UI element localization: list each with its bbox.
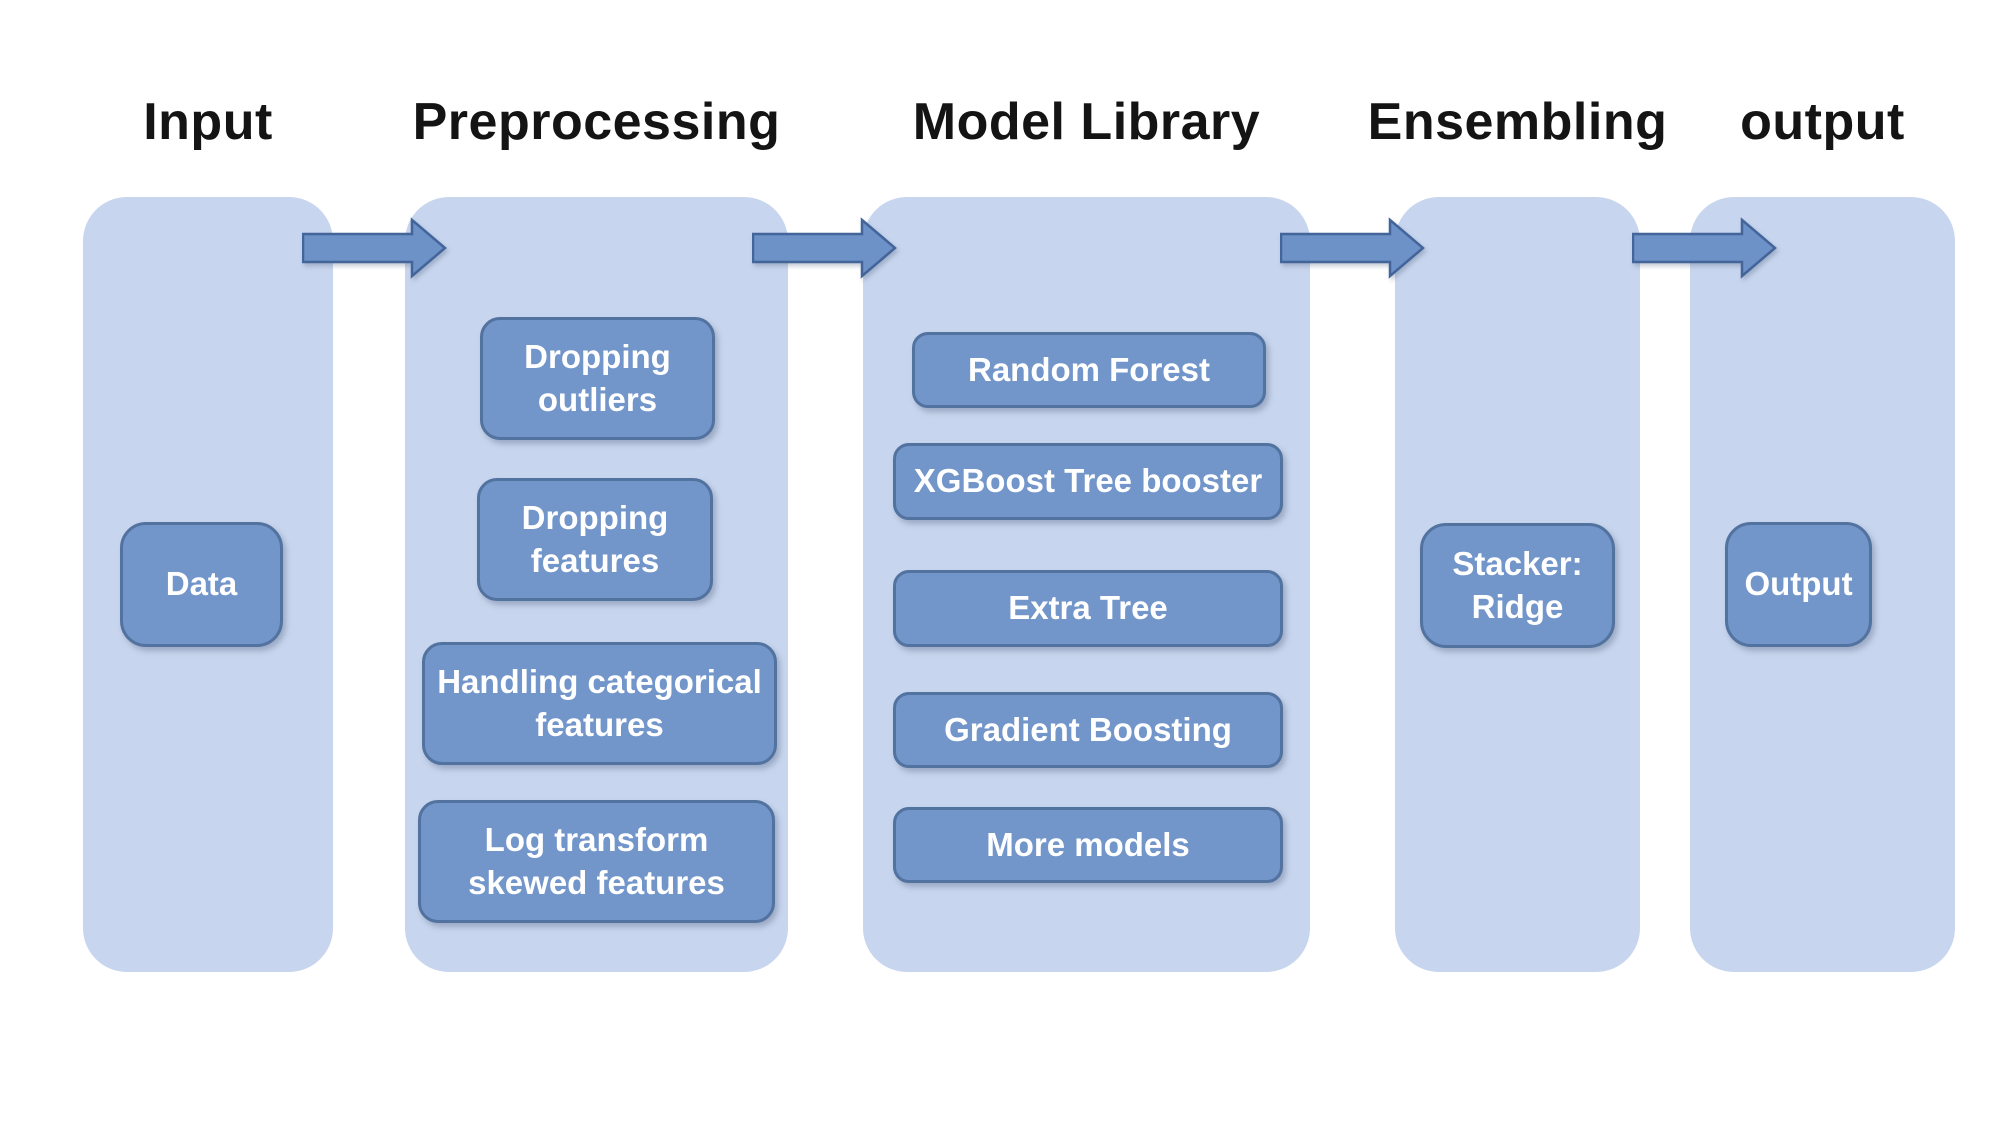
arrow-right-icon [1632, 217, 1777, 279]
arrow-right-icon [752, 217, 897, 279]
node-stacker-ridge: Stacker: Ridge [1420, 523, 1615, 648]
node-output: Output [1725, 522, 1872, 647]
node-random-forest: Random Forest [912, 332, 1266, 408]
node-handling-categorical-features: Handling categorical features [422, 642, 777, 765]
node-more-models: More models [893, 807, 1283, 883]
node-dropping-outliers: Dropping outliers [480, 317, 715, 440]
node-log-transform-skewed-features: Log transform skewed features [418, 800, 775, 923]
arrow-right-icon [1280, 217, 1425, 279]
node-data: Data [120, 522, 283, 647]
node-extra-tree: Extra Tree [893, 570, 1283, 647]
header-preprocessing: Preprocessing [412, 93, 781, 151]
node-dropping-features: Dropping features [477, 478, 713, 601]
arrow-right-icon [302, 217, 447, 279]
header-input: Input [143, 93, 273, 151]
header-output: output [1740, 93, 1905, 151]
node-gradient-boosting: Gradient Boosting [893, 692, 1283, 768]
header-model-library: Model Library [912, 93, 1261, 151]
header-ensembling: Ensembling [1367, 93, 1668, 151]
node-xgboost-tree-booster: XGBoost Tree booster [893, 443, 1283, 520]
